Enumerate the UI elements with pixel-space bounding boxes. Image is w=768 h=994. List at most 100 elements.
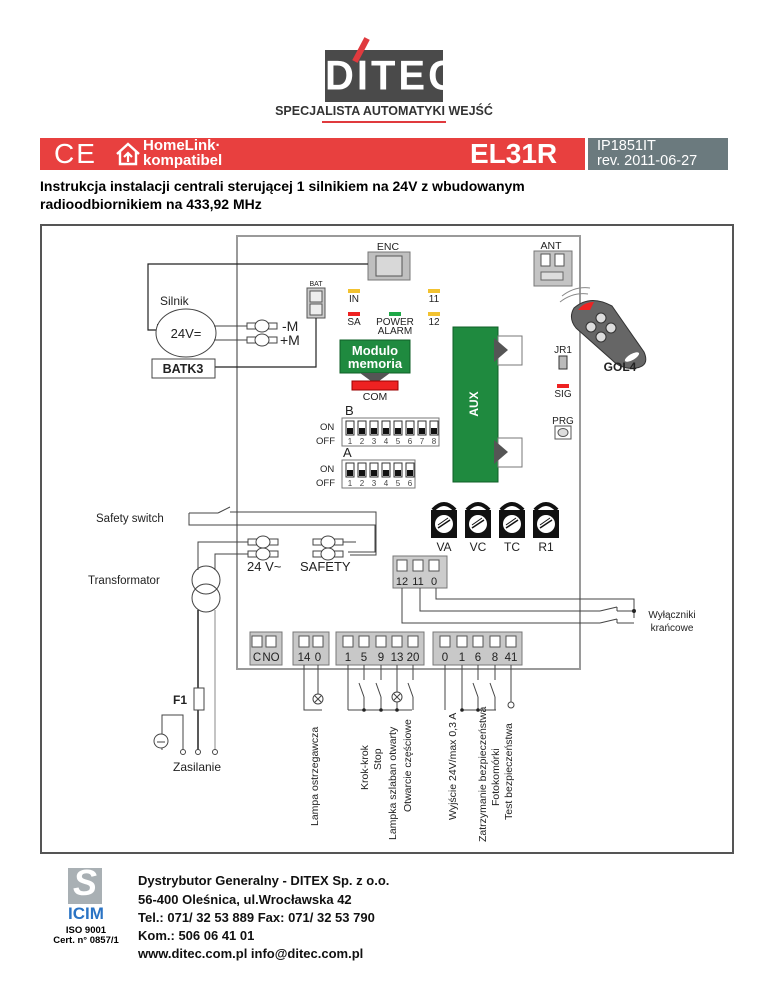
- terminal-screw: [298, 635, 310, 648]
- distributor-web: www.ditec.com.pl info@ditec.com.pl: [138, 946, 364, 961]
- transformer-label: Transformator: [88, 575, 160, 587]
- terminal-label: 5: [361, 652, 367, 664]
- remote-control-icon: [559, 287, 647, 369]
- dip-a-switch-lever: [371, 470, 377, 476]
- terminal-label: 0: [431, 576, 437, 588]
- led-sa-label: SA: [347, 317, 361, 328]
- terminal-screw: [428, 559, 440, 572]
- function-label: Stop: [372, 748, 384, 770]
- dip-b-switch-number: 6: [408, 437, 413, 446]
- motor-voltage: 24V=: [171, 326, 202, 341]
- distributor-mobile: Kom.: 506 06 41 01: [138, 928, 255, 943]
- dip-a-switch-number: 6: [408, 479, 413, 488]
- power-supply-label: Zasilanie: [173, 760, 221, 774]
- function-label: Zatrzymanie bezpieczeństwa: [477, 706, 489, 842]
- led-12: [428, 312, 440, 316]
- dip-b-switch-number: 4: [384, 437, 389, 446]
- icim-logo: ICIM: [68, 904, 104, 923]
- limit-switches-label2: krańcowe: [651, 623, 694, 634]
- led-in-label: IN: [349, 294, 359, 305]
- logo-tagline: SPECJALISTA AUTOMATYKI WEJŚĆ: [275, 104, 493, 118]
- dip-b-switch-lever: [371, 428, 377, 434]
- trimmer-label: R1: [538, 540, 554, 554]
- terminal-label: 14: [298, 652, 311, 664]
- terminal-screw: [312, 635, 324, 648]
- model-name: EL31R: [470, 138, 558, 169]
- dip-a-off: OFF: [316, 478, 335, 489]
- terminal-screw: [391, 635, 403, 648]
- dip-a-switch-lever: [407, 470, 413, 476]
- fuse-label: F1: [173, 693, 187, 707]
- terminal-24v: [247, 535, 279, 561]
- diagram-frame: [40, 224, 734, 854]
- terminal-label: 6: [475, 652, 481, 664]
- ce-mark-icon: CE: [54, 138, 97, 169]
- antenna-connector: [533, 250, 573, 287]
- dip-b-switch-number: 2: [360, 437, 365, 446]
- icim-logo-background: [68, 868, 102, 904]
- jr1-jumper[interactable]: [558, 355, 568, 370]
- cert-number: Cert. n° 0857/1: [53, 935, 119, 946]
- document-title-line2: radioodbiornikiem na 433,92 MHz: [40, 196, 262, 212]
- function-label: Lampa ostrzegawcza: [309, 727, 321, 826]
- homelink-compat: kompatibel: [143, 152, 223, 169]
- terminal-label: 0: [442, 652, 448, 664]
- com-connector: [351, 380, 399, 391]
- terminal-label: 1: [345, 652, 351, 664]
- jr1-label: JR1: [554, 345, 572, 356]
- terminal-screw: [489, 635, 501, 648]
- aux-label: AUX: [467, 391, 481, 416]
- homelink-house-icon: [116, 142, 140, 166]
- dip-a-switch-lever: [359, 470, 365, 476]
- distributor-phone: Tel.: 071/ 32 53 889 Fax: 071/ 32 53 790: [138, 910, 375, 925]
- function-label: Fotokomórki: [490, 748, 502, 806]
- terminal-label: 20: [407, 652, 420, 664]
- function-label: Lampka szlaban otwarty: [387, 726, 399, 840]
- led-11-label: 11: [429, 294, 440, 305]
- document-title-line1: Instrukcja instalacji centrali sterujące…: [40, 178, 525, 194]
- led-11: [428, 289, 440, 293]
- sig-label: SIG: [554, 389, 571, 400]
- motor-symbol: [155, 308, 217, 358]
- battery-wire: [215, 318, 317, 368]
- terminal-safety: [312, 535, 344, 561]
- terminal-screw: [412, 559, 424, 572]
- ant-label: ANT: [541, 240, 563, 252]
- terminal-screw: [342, 635, 354, 648]
- enc-label: ENC: [377, 241, 400, 253]
- terminal-label: 12: [396, 576, 408, 588]
- terminal-label: C: [253, 652, 261, 664]
- led-power-label: POWER: [376, 317, 414, 328]
- distributor-address: 56-400 Oleśnica, ul.Wrocławska 42: [138, 892, 352, 907]
- motor-terminal-minus: [246, 319, 278, 333]
- dip-b-switch-lever: [347, 428, 353, 434]
- trimmer-label: VC: [470, 540, 487, 554]
- dip-b-off: OFF: [316, 436, 335, 447]
- trimmer-arc: [431, 502, 457, 512]
- led-sig: [557, 384, 569, 388]
- homelink-brand: HomeLink·: [143, 137, 221, 154]
- dip-b-switch-lever: [395, 428, 401, 434]
- remote-label: GOL4: [604, 360, 637, 374]
- terminal-label: 9: [378, 652, 384, 664]
- dip-a-on: ON: [320, 464, 334, 475]
- icim-logo-icon: S: [72, 862, 97, 903]
- led-alarm-label: ALARM: [378, 326, 412, 337]
- document-revision: rev. 2011-06-27: [597, 153, 698, 169]
- control-board: [236, 235, 581, 670]
- terminal-label: 1: [459, 652, 465, 664]
- safety-wiring: [444, 665, 515, 712]
- aux-board: [452, 326, 499, 483]
- terminal-screw: [396, 559, 408, 572]
- safety-label: SAFETY: [300, 559, 351, 574]
- limit-switches-label1: Wyłączniki: [648, 610, 695, 621]
- led-in: [348, 289, 360, 293]
- transformer-coil-top: [191, 565, 221, 595]
- dip-b-switch-lever: [383, 428, 389, 434]
- dip-a-switch-lever: [395, 470, 401, 476]
- function-label: Krok-krok: [359, 744, 371, 790]
- dip-a-switch-lever: [347, 470, 353, 476]
- terminal-screw: [265, 635, 277, 648]
- led-12-label: 12: [428, 317, 440, 328]
